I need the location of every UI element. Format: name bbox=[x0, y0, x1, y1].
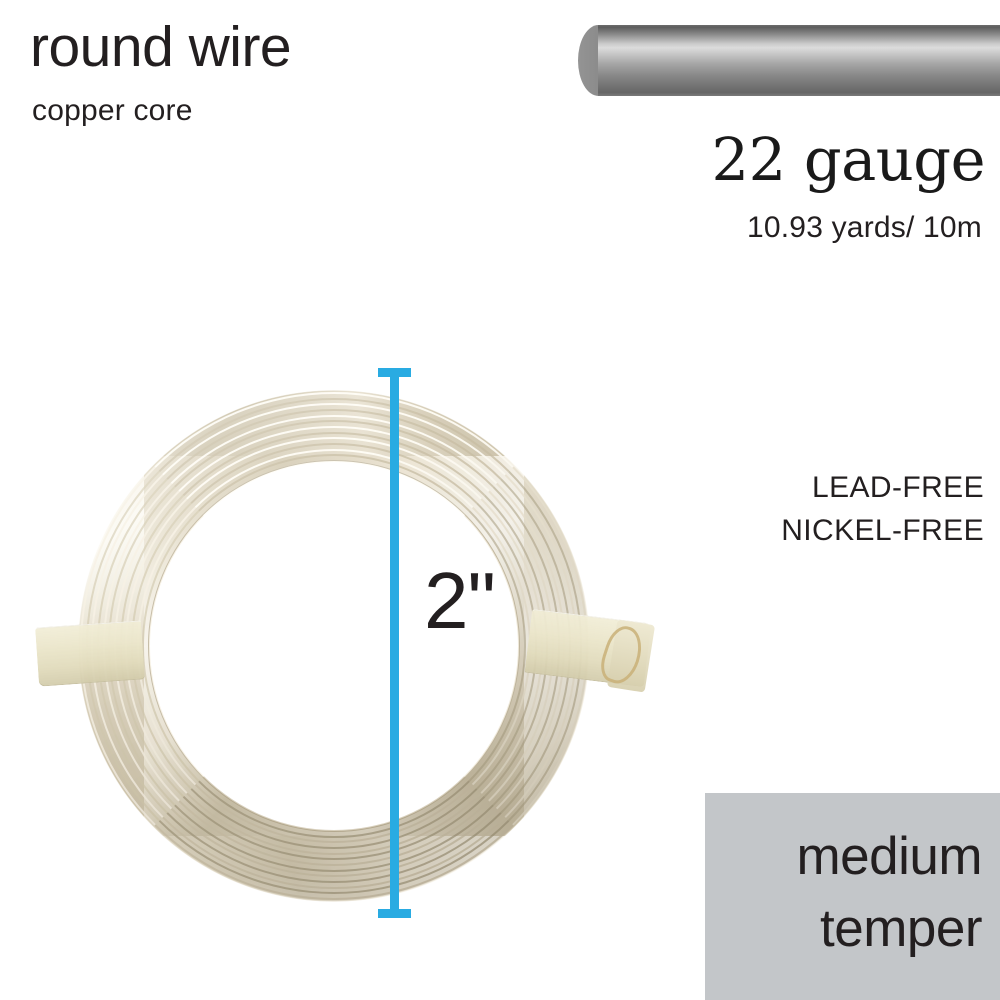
gauge-label: 22 gauge bbox=[711, 125, 986, 194]
coil-wire-band bbox=[78, 390, 590, 902]
coil-shading-overlay bbox=[78, 390, 590, 902]
temper-text: medium temper bbox=[796, 821, 982, 965]
product-subtitle: copper core bbox=[32, 94, 193, 127]
temper-line-1: medium bbox=[796, 827, 982, 886]
wire-coil bbox=[78, 390, 590, 902]
claim-nickel-free: NICKEL-FREE bbox=[781, 514, 984, 547]
temper-badge: medium temper bbox=[705, 793, 1000, 1000]
product-title: round wire bbox=[30, 15, 292, 79]
coil-inner-edge bbox=[148, 460, 520, 832]
tape-band-left bbox=[35, 620, 145, 687]
dimension-shaft bbox=[390, 368, 399, 918]
dimension-cap-bottom bbox=[378, 909, 411, 918]
material-claims: LEAD-FREE NICKEL-FREE bbox=[781, 466, 984, 552]
dimension-value-label: 2" bbox=[424, 556, 496, 645]
length-label: 10.93 yards/ 10m bbox=[747, 211, 982, 244]
temper-line-2: temper bbox=[820, 899, 982, 958]
claim-lead-free: LEAD-FREE bbox=[812, 471, 984, 504]
wire-rod-illustration bbox=[598, 25, 1000, 96]
